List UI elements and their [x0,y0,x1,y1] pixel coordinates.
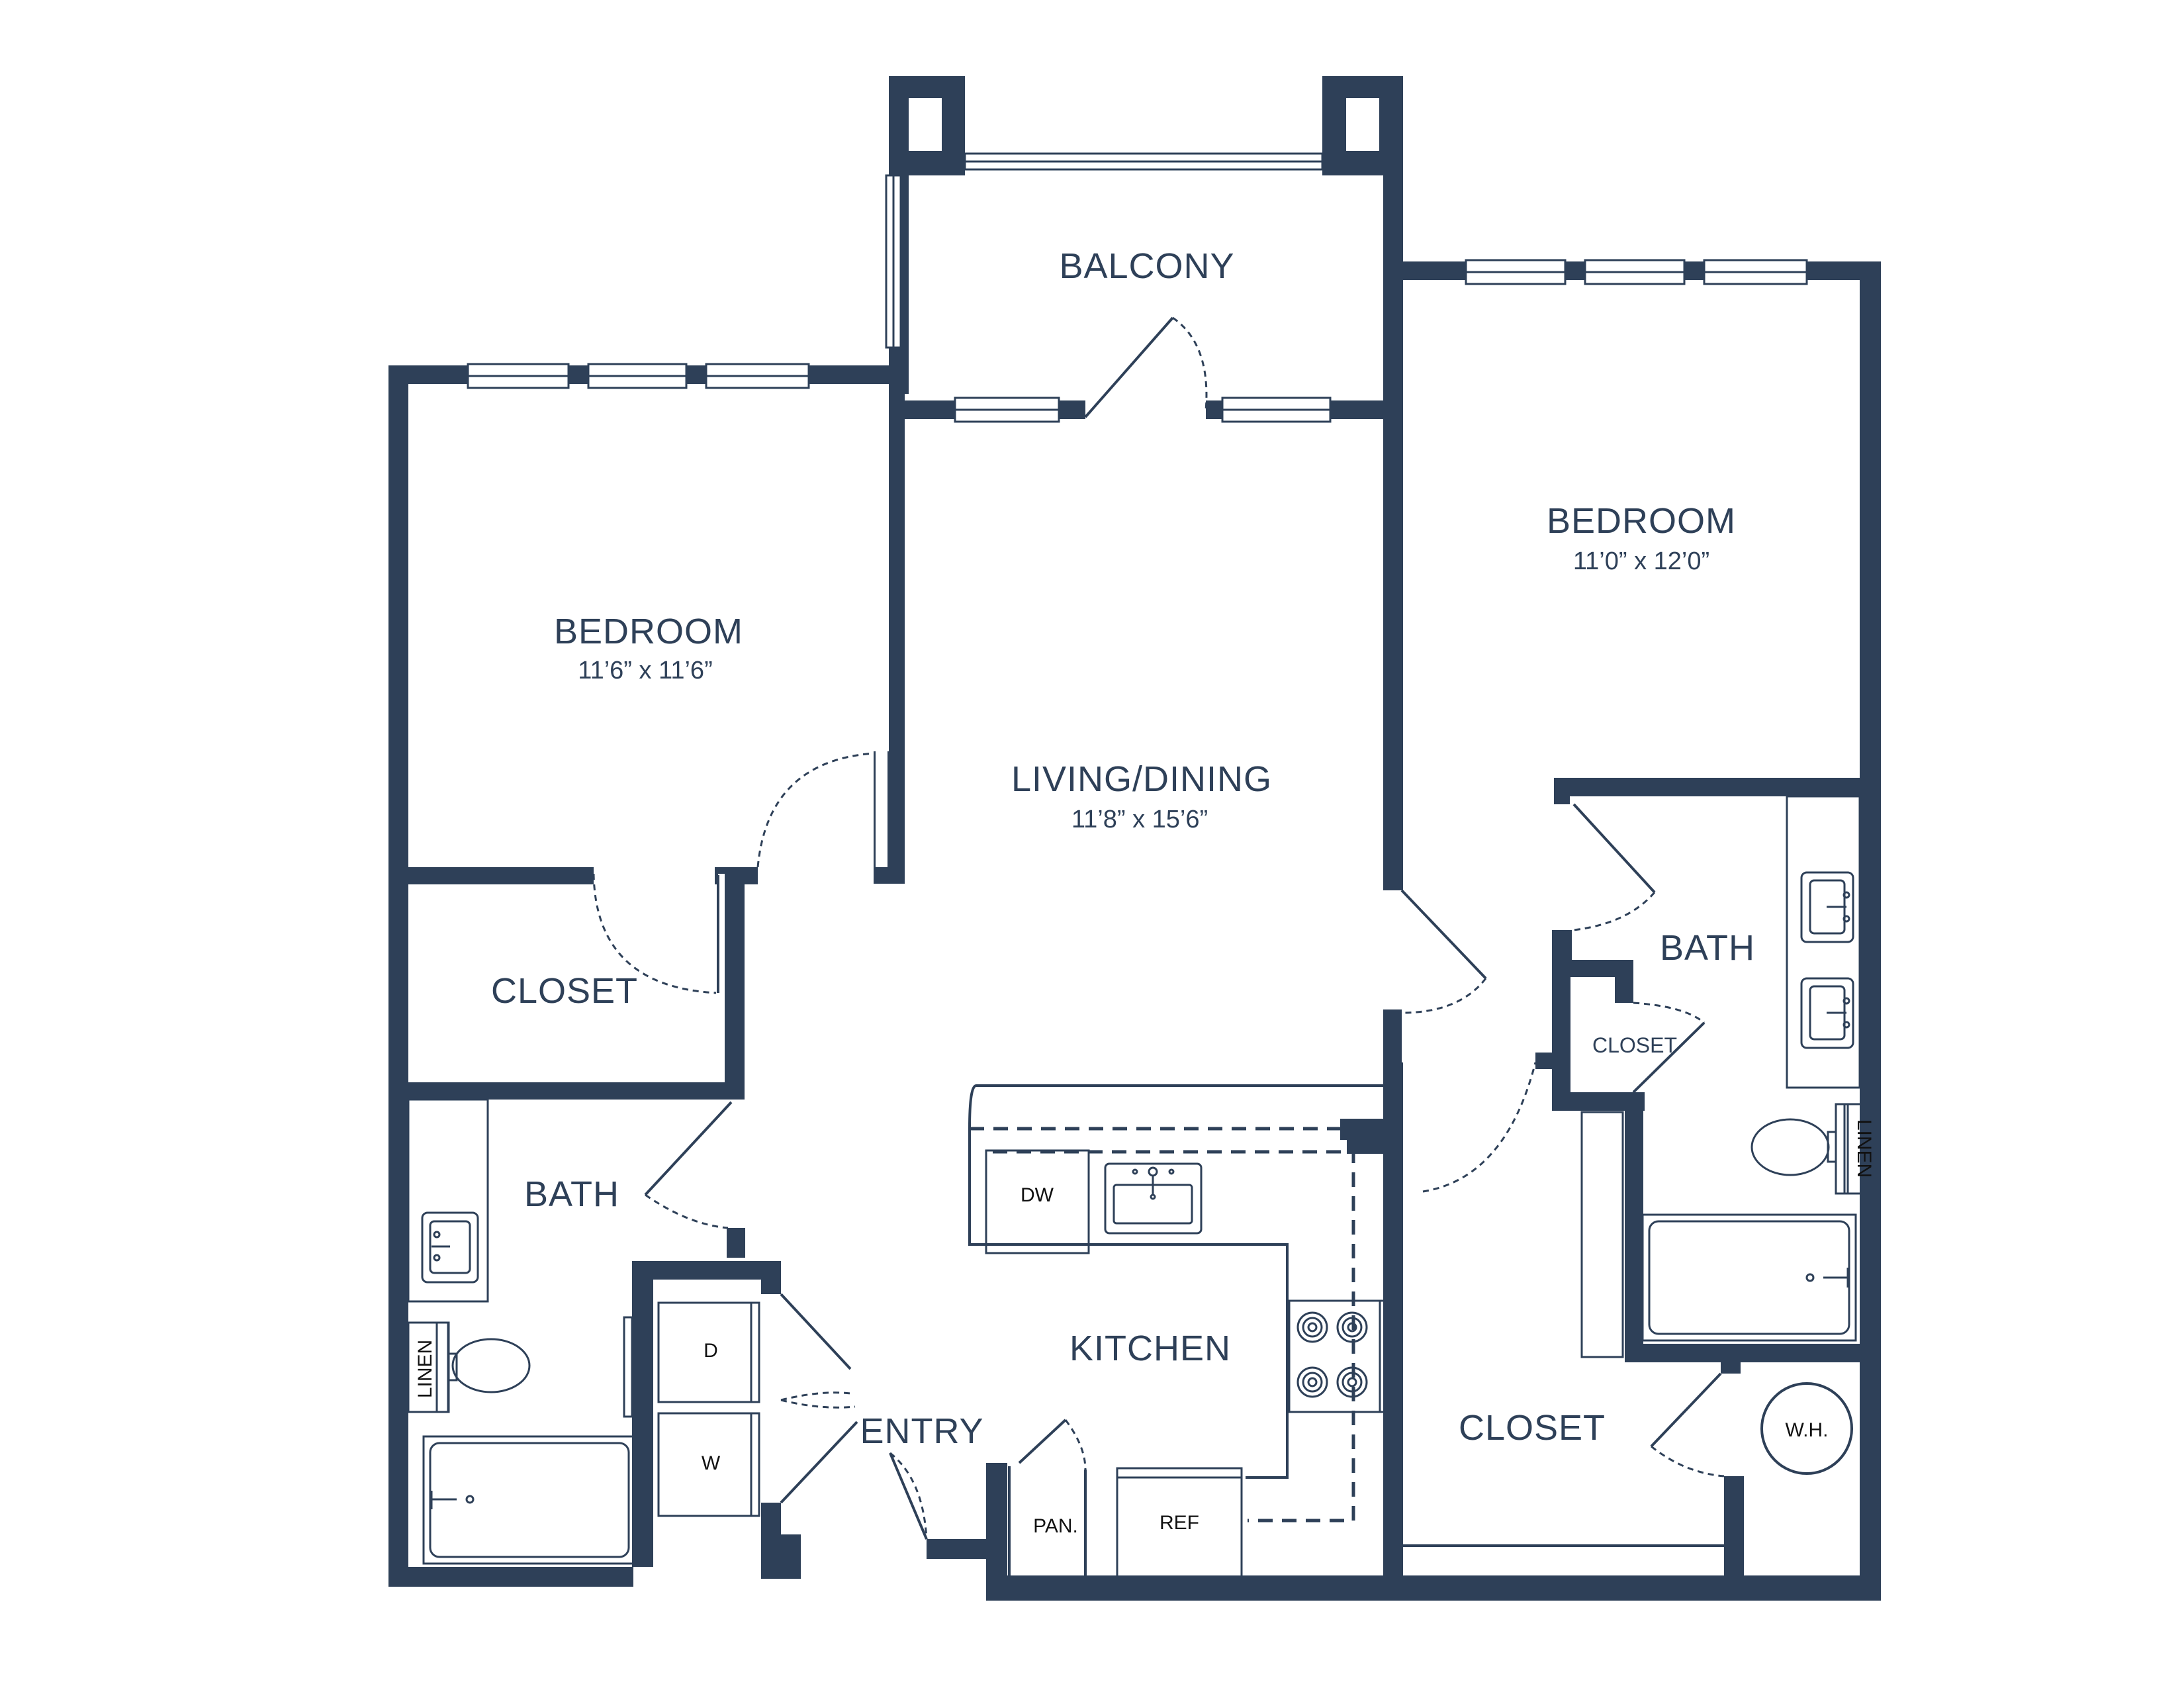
windows [467,152,1808,423]
refrigerator-label: REF [1160,1512,1199,1534]
kitchen-label: KITCHEN [1069,1329,1231,1368]
closet-right-label: CLOSET [1459,1408,1606,1448]
water-heater-label: W.H. [1786,1419,1829,1441]
kitchen-cabinetry: DW REF PAN. [968,1084,1387,1587]
room-labels: BALCONY BEDROOM 11’6” x 11’6” BEDROOM 11… [491,246,1755,1451]
closet-left-label: CLOSET [491,971,638,1011]
entry-label: ENTRY [860,1411,983,1451]
closet-small-label: CLOSET [1592,1033,1677,1057]
dishwasher-label: DW [1021,1184,1054,1206]
bath-right-label: BATH [1660,928,1755,968]
linen-label-left: LINEN [414,1340,436,1398]
linen-label-right: LINEN [1853,1119,1875,1178]
interior-walls [388,394,1881,1589]
bedroom-right-label: BEDROOM [1547,501,1736,541]
living-dining-size: 11’8” x 15’6” [1071,806,1208,833]
right-bath-fixtures: LINEN W.H. [1641,795,1875,1475]
exterior-walls [388,76,1881,1601]
doors [592,316,1725,1540]
bedroom-left-size: 11’6” x 11’6” [578,657,712,684]
left-bath-fixtures: LINEN [407,1098,637,1565]
bedroom-right-size: 11’0” x 12’0” [1573,547,1709,575]
bedroom-left-label: BEDROOM [554,612,743,651]
pantry-label: PAN. [1033,1515,1078,1537]
living-dining-label: LIVING/DINING [1011,759,1272,799]
balcony-label: BALCONY [1059,246,1234,286]
dryer-label: D [704,1340,718,1362]
bath-left-label: BATH [524,1174,619,1214]
washer-label: W [702,1452,721,1474]
laundry: D W [657,1301,760,1517]
